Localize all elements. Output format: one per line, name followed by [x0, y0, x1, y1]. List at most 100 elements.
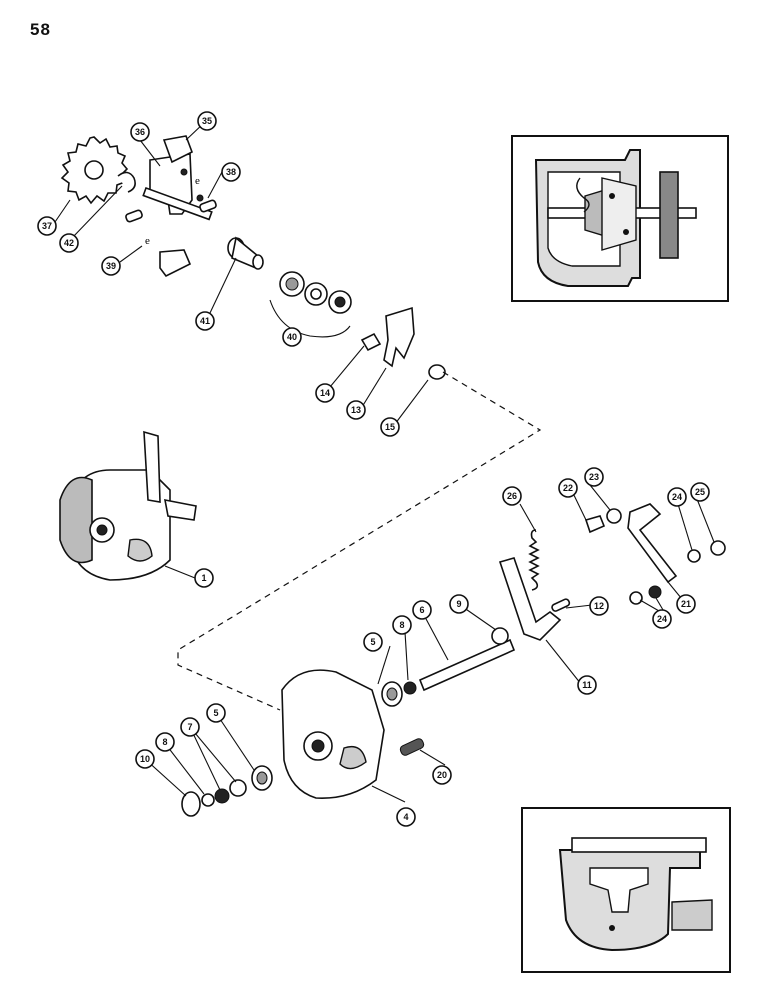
pin: [199, 199, 217, 213]
housing: [281, 669, 385, 799]
svg-text:6: 6: [419, 605, 424, 615]
spring: [528, 529, 540, 591]
set-screw: [399, 738, 425, 756]
svg-text:39: 39: [106, 261, 116, 271]
inset-bottom-cutaway: [521, 807, 731, 973]
callout-40: 40: [282, 327, 302, 347]
svg-text:7: 7: [187, 722, 192, 732]
callout-25: 25: [690, 482, 710, 502]
fork-plate: [383, 306, 415, 368]
callout-39: 39: [101, 256, 121, 276]
svg-text:15: 15: [385, 422, 395, 432]
bolt: [360, 332, 382, 352]
svg-text:4: 4: [403, 812, 408, 822]
callout-7: 7: [180, 717, 200, 737]
callout-38: 38: [221, 162, 241, 182]
plug: [181, 791, 201, 817]
bearing-set: [269, 271, 352, 338]
callout-8: 8: [392, 615, 412, 635]
svg-text:11: 11: [582, 680, 592, 690]
svg-text:25: 25: [695, 487, 705, 497]
washer: [491, 627, 509, 645]
svg-text:8: 8: [399, 620, 404, 630]
callout-5: 5: [206, 703, 226, 723]
leader-lines: [54, 121, 715, 803]
seal: [214, 788, 230, 804]
svg-text:41: 41: [200, 316, 210, 326]
svg-text:37: 37: [42, 221, 52, 231]
svg-text:35: 35: [202, 116, 212, 126]
svg-text:8: 8: [162, 737, 167, 747]
svg-text:13: 13: [351, 405, 361, 415]
svg-text:20: 20: [437, 770, 447, 780]
insert-block: [162, 135, 194, 164]
callout-42: 42: [59, 233, 79, 253]
callout-1: 1: [194, 568, 214, 588]
callout-21: 21: [676, 594, 696, 614]
callout-8: 8: [155, 732, 175, 752]
callout-4: 4: [396, 807, 416, 827]
e-clip: e: [195, 175, 200, 187]
assembly-line: [177, 371, 542, 711]
snap-ring: [117, 171, 136, 193]
callout-6: 6: [412, 600, 432, 620]
housing-assembly: [59, 430, 197, 581]
bolt: [584, 515, 606, 534]
inset-top-cutaway: [511, 135, 729, 302]
callout-37: 37: [37, 216, 57, 236]
callout-12: 12: [589, 596, 609, 616]
svg-text:40: 40: [287, 332, 297, 342]
callout-9: 9: [449, 594, 469, 614]
svg-text:36: 36: [135, 127, 145, 137]
callout-11: 11: [577, 675, 597, 695]
shaft-bracket: [142, 153, 213, 278]
lever-arm: [498, 557, 562, 641]
page-number: 58: [30, 20, 51, 39]
shaft: [418, 638, 516, 692]
callout-41: 41: [195, 311, 215, 331]
svg-text:23: 23: [589, 472, 599, 482]
svg-text:5: 5: [213, 708, 218, 718]
callout-15: 15: [380, 417, 400, 437]
callout-36: 36: [130, 122, 150, 142]
svg-text:24: 24: [672, 492, 682, 502]
bushing: [227, 236, 264, 270]
callout-24: 24: [652, 609, 672, 629]
callout-23: 23: [584, 467, 604, 487]
callout-35: 35: [197, 111, 217, 131]
svg-text:38: 38: [226, 167, 236, 177]
seal: [229, 779, 247, 797]
svg-text:26: 26: [507, 491, 517, 501]
svg-text:9: 9: [456, 599, 461, 609]
pin: [125, 209, 143, 223]
callout-22: 22: [558, 478, 578, 498]
washer: [648, 585, 662, 599]
svg-text:5: 5: [370, 637, 375, 647]
sprocket: [60, 136, 129, 205]
svg-text:42: 42: [64, 238, 74, 248]
bearing: [381, 681, 403, 707]
nut: [710, 540, 726, 556]
bearing: [251, 765, 273, 791]
callout-26: 26: [502, 486, 522, 506]
callout-13: 13: [346, 400, 366, 420]
callout-24: 24: [667, 487, 687, 507]
svg-text:12: 12: [594, 601, 604, 611]
svg-text:21: 21: [681, 599, 691, 609]
arm: [627, 503, 678, 584]
callout-20: 20: [432, 765, 452, 785]
svg-text:24: 24: [657, 614, 667, 624]
washer: [201, 793, 215, 807]
svg-text:14: 14: [320, 388, 330, 398]
washer: [687, 549, 701, 563]
callout-10: 10: [135, 749, 155, 769]
svg-text:1: 1: [201, 573, 206, 583]
washer: [606, 508, 622, 524]
washer: [629, 591, 643, 605]
svg-text:22: 22: [563, 483, 573, 493]
svg-text:10: 10: [140, 754, 150, 764]
pin: [551, 598, 571, 612]
roller: [428, 364, 446, 380]
washer: [403, 681, 417, 695]
